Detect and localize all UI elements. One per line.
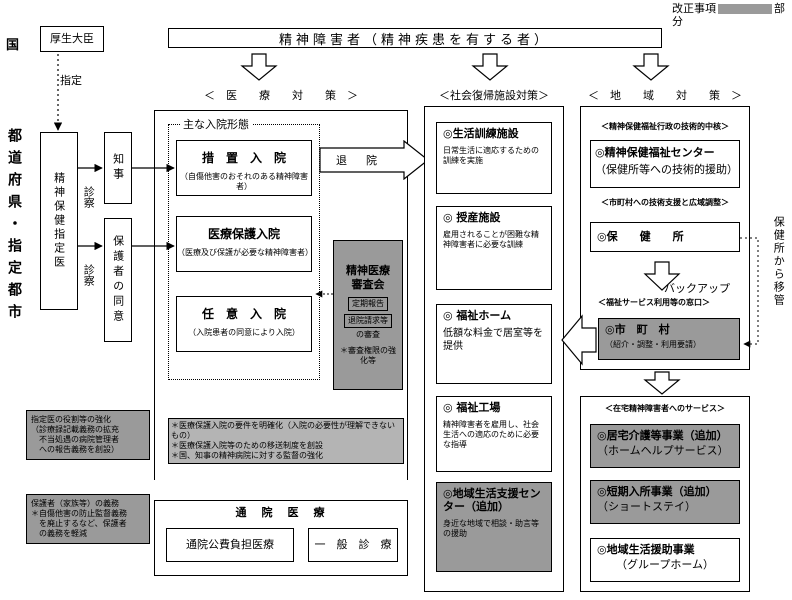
- facility-title: ◎生活訓練施設: [443, 127, 519, 140]
- outpatient-general: 一 般 診 療: [308, 528, 398, 562]
- governor-box: 知事: [104, 132, 132, 204]
- down-arrow: [632, 53, 670, 81]
- header-medical: ＜ 医 療 対 策 ＞: [204, 89, 358, 102]
- service-title: ◎短期入所事業（追加）: [597, 485, 717, 498]
- window-label: ＜福祉サービス利用等の窓口＞: [598, 298, 710, 307]
- exam-label-1: 診察: [82, 186, 96, 208]
- down-arrow: [643, 261, 681, 291]
- social-facility: ◎ 福祉工場 精神障害者を雇用し、社会生活への適応のために必要な指導: [436, 396, 552, 472]
- review-board-line: 退院請求等: [344, 313, 392, 328]
- outpatient-public-funding: 通院公費負担医療: [166, 528, 294, 562]
- transfer-arrow: [740, 237, 759, 348]
- note-line: 保護者（家族等）の義務: [31, 499, 119, 508]
- home-services-label: ＜在宅精神障害者へのサービス＞: [605, 404, 725, 413]
- legend-swatch: [718, 4, 772, 14]
- municipality-sub: （紹介・調整・利用要請）: [605, 340, 701, 350]
- facility-title: ◎ 授産施設: [443, 211, 501, 224]
- top-banner: 精神障害者（精神疾患を有する者）: [168, 28, 662, 48]
- level-national: 国: [6, 38, 20, 53]
- header-regional: ＜ 地 域 対 策 ＞: [588, 89, 742, 102]
- mhw-center-sub: （保健所等への技術的援助）: [595, 163, 738, 177]
- down-arrow: [471, 53, 509, 81]
- discharge-arrow: [319, 140, 429, 180]
- service-box: ◎居宅介護等事業（追加） （ホームヘルプサービス）: [590, 424, 740, 468]
- mhw-center: ◎精神保健福祉センター: [595, 146, 715, 159]
- facility-title: ◎ 福祉ホーム: [443, 309, 512, 322]
- header-social: ＜社会復帰施設対策＞: [439, 89, 549, 102]
- social-facility: ◎ 福祉ホーム 低額な料金で居室等を提供: [436, 304, 552, 384]
- service-title: ◎地域生活援助事業: [597, 543, 695, 556]
- social-facility: ◎ 授産施設 雇用されることが困難な精神障害者に必要な訓練: [436, 206, 552, 290]
- admission-item: 任 意 入 院 （入院患者の同意により入院）: [176, 296, 312, 352]
- discharge-label: 退 院: [336, 154, 381, 167]
- social-facility: ◎生活訓練施設 日常生活に適応するための訓練を実施: [436, 122, 552, 194]
- minister-box: 厚生大臣: [40, 26, 104, 52]
- medical-note: ＊医療保護入院の要件を明確化（入院の必要性が理解できないもの）: [171, 421, 395, 440]
- admission-name: 医療保護入院: [207, 227, 280, 241]
- facility-desc: 身近な地域で相談・助言等の援助: [443, 519, 539, 539]
- admission-note: （入院患者の同意により入院）: [188, 328, 300, 337]
- facility-desc: 低額な料金で居室等を提供: [443, 328, 543, 352]
- municipality: ◎市 町 村: [605, 323, 670, 336]
- medical-notes: ＊医療保護入院の要件を明確化（入院の必要性が理解できないもの） ＊医療保護入院等…: [168, 418, 404, 464]
- outpatient-title: 通 院 医 療: [235, 506, 327, 519]
- service-box: ◎地域生活援助事業 （グループホーム）: [590, 538, 740, 582]
- review-board-note: ＊審査権限の強化等: [340, 345, 396, 365]
- service-box: ◎短期入所事業（追加） （ショートステイ）: [590, 480, 740, 524]
- left-arrow: [561, 314, 597, 366]
- note-line: 指定医の役割等の強化: [31, 415, 111, 424]
- facility-title: ◎ 福祉工場: [443, 401, 501, 414]
- note-line: 不当処遇の病院管理者: [31, 435, 119, 444]
- legend-label: 改正事項: [672, 2, 716, 15]
- down-arrow: [643, 371, 681, 395]
- review-board-line: の審査: [356, 329, 380, 339]
- legend: 改正事項部分: [672, 2, 792, 28]
- service-title: ◎居宅介護等事業（追加）: [597, 429, 728, 442]
- note-line: （診療録記載義務の拡充: [31, 425, 119, 434]
- facility-desc: 雇用されることが困難な精神障害者に必要な訓練: [443, 230, 539, 250]
- medical-note: ＊医療保護入院等のための移送制度を創設: [171, 441, 323, 450]
- admission-note: （自傷他害のおそれのある精神障害者）: [180, 172, 308, 191]
- note-line: の義務を軽減: [31, 529, 87, 538]
- admission-name: 措 置 入 院: [201, 151, 286, 165]
- facility-desc: 精神障害者を雇用し、社会生活への適応のために必要な指導: [443, 420, 539, 450]
- service-sub: （ショートステイ）: [597, 500, 696, 514]
- admission-name: 任 意 入 院: [201, 307, 286, 321]
- health-center-box: ◎保 健 所: [590, 222, 740, 252]
- admission-title: 主な入院形態: [180, 118, 252, 132]
- review-board: 精神医療審査会 定期報告 退院請求等 の審査 ＊審査権限の強化等: [333, 240, 403, 390]
- admission-note: （医療及び保護が必要な精神障害者）: [177, 248, 313, 257]
- social-facility-support-center: ◎地域生活支援センター（追加） 身近な地域で相談・助言等の援助: [436, 482, 552, 572]
- mhw-center-box: ◎精神保健福祉センター （保健所等への技術的援助）: [590, 140, 740, 188]
- medical-note: ＊国、知事の精神病院に対する監督の強化: [171, 451, 323, 460]
- exam-label-2: 診察: [82, 264, 96, 286]
- backup-label: バックアップ: [664, 282, 730, 295]
- designation-label: 指定: [60, 74, 82, 87]
- admission-item: 措 置 入 院 （自傷他害のおそれのある精神障害者）: [176, 140, 312, 196]
- regional-muni-label: ＜市町村への技術支援と広域調整＞: [601, 198, 729, 207]
- legend-suffix: 部分: [672, 2, 785, 29]
- designated-doctor-box: 精神保健指定医: [40, 132, 78, 310]
- level-prefecture: 都道府県・指定都市: [6, 128, 22, 326]
- down-arrow: [240, 53, 278, 81]
- transfer-label: 保健所から移管: [772, 216, 786, 307]
- notes-doctor: 指定医の役割等の強化 （診療録記載義務の拡充 不当処遇の病院管理者 への報告義務…: [26, 410, 150, 460]
- medical-frame: [154, 110, 408, 480]
- note-line: ＊自傷他害の防止監督義務: [31, 509, 127, 518]
- facility-title: ◎地域生活支援センター（追加）: [443, 487, 541, 514]
- guardian-consent-box: 保護者の同意: [104, 218, 132, 342]
- regional-tech-label: ＜精神保健福祉行政の技術的中核＞: [601, 122, 729, 131]
- review-board-line: 定期報告: [348, 296, 388, 311]
- service-sub: （グループホーム）: [615, 558, 714, 572]
- review-board-title: 精神医療審査会: [346, 264, 390, 291]
- notes-guardian: 保護者（家族等）の義務 ＊自傷他害の防止監督義務 を廃止するなど、保護者 の義務…: [26, 494, 150, 544]
- service-sub: （ホームヘルプサービス）: [597, 444, 729, 458]
- note-line: への報告義務を創設）: [31, 445, 119, 454]
- note-line: を廃止するなど、保護者: [31, 519, 127, 528]
- municipality-box: ◎市 町 村 （紹介・調整・利用要請）: [598, 318, 740, 360]
- admission-item: 医療保護入院 （医療及び保護が必要な精神障害者）: [176, 216, 313, 272]
- facility-desc: 日常生活に適応するための訓練を実施: [443, 146, 539, 166]
